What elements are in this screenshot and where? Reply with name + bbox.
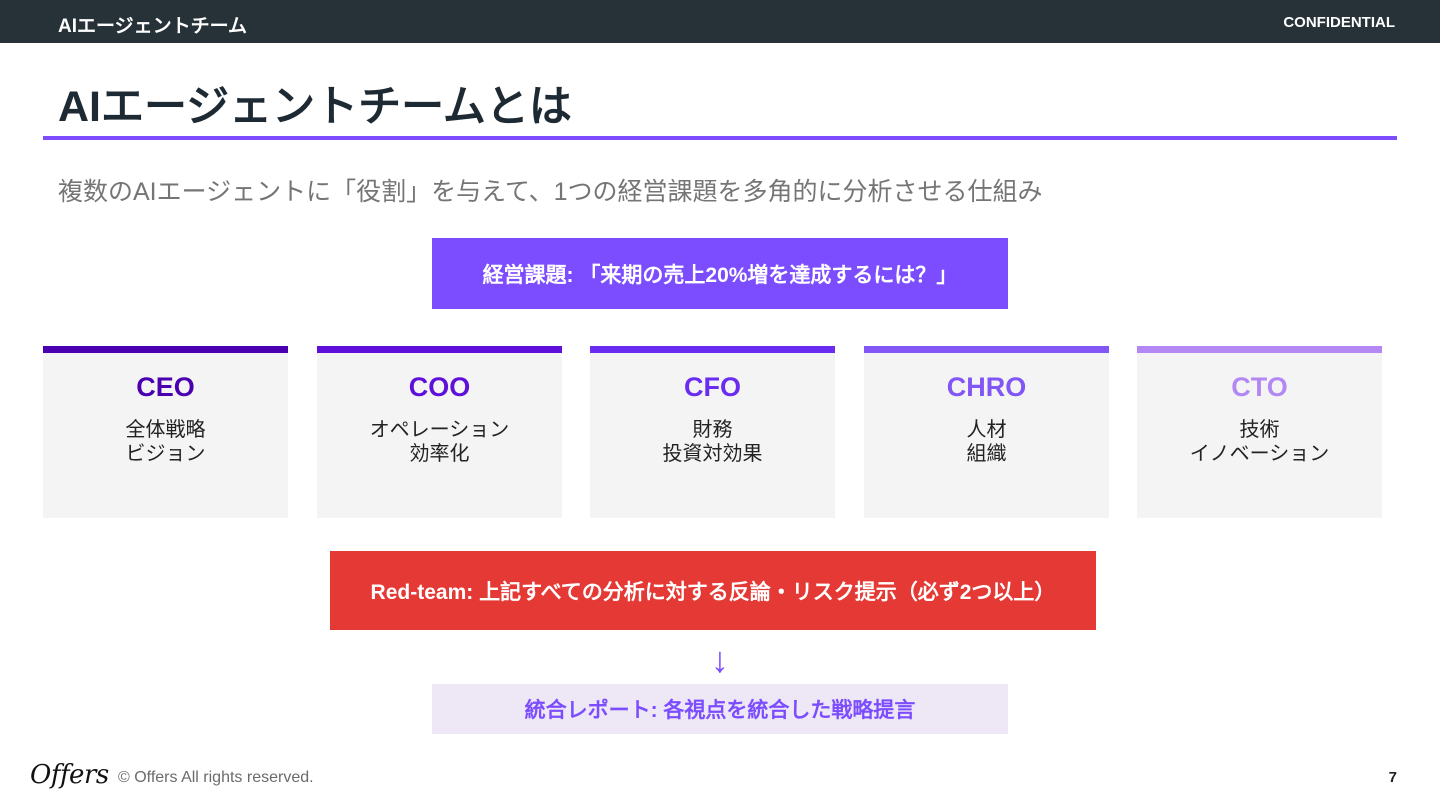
role-description: 人材 組織 xyxy=(864,418,1109,466)
role-accent-bar xyxy=(590,346,835,353)
role-description: 全体戦略 ビジョン xyxy=(43,418,288,466)
role-desc-line: オペレーション xyxy=(369,419,510,441)
role-card-chro: CHRO 人材 組織 xyxy=(864,346,1109,518)
role-desc-line: 組織 xyxy=(966,443,1007,465)
role-card-cfo: CFO 財務 投資対効果 xyxy=(590,346,835,518)
role-accent-bar xyxy=(43,346,288,353)
role-name: COO xyxy=(408,372,471,402)
role-description: 技術 イノベーション xyxy=(1137,418,1382,466)
redteam-box: Red-team: 上記すべての分析に対する反論・リスク提示（必ず2つ以上） xyxy=(330,551,1096,630)
arrow-down-icon: ↓ xyxy=(711,639,729,680)
offers-logo: Offers xyxy=(30,760,109,790)
role-accent-bar xyxy=(1137,346,1382,353)
page-subtitle: 複数のAIエージェントに「役割」を与えて、1つの経営課題を多角的に分析させる仕組… xyxy=(58,178,1043,206)
business-issue-box: 経営課題: 「来期の売上20%増を達成するには？」 xyxy=(432,238,1008,309)
role-desc-line: 財務 xyxy=(692,419,733,441)
role-desc-line: 投資対効果 xyxy=(662,443,763,465)
role-desc-line: 人材 xyxy=(966,419,1007,441)
deck-title: AIエージェントチーム xyxy=(58,16,248,37)
role-description: オペレーション 効率化 xyxy=(317,418,562,466)
role-desc-line: 効率化 xyxy=(409,443,470,465)
role-desc-line: ビジョン xyxy=(125,443,206,465)
role-name: CHRO xyxy=(946,372,1027,402)
role-description: 財務 投資対効果 xyxy=(590,418,835,466)
integrated-report-box: 統合レポート: 各視点を統合した戦略提言 xyxy=(432,684,1008,734)
role-name: CEO xyxy=(136,372,195,402)
confidential-label: CONFIDENTIAL xyxy=(1283,14,1395,31)
copyright-text: © Offers All rights reserved. xyxy=(118,769,314,786)
role-desc-line: 全体戦略 xyxy=(125,419,206,441)
role-card-cto: CTO 技術 イノベーション xyxy=(1137,346,1382,518)
role-card-ceo: CEO 全体戦略 ビジョン xyxy=(43,346,288,518)
role-accent-bar xyxy=(864,346,1109,353)
role-card-coo: COO オペレーション 効率化 xyxy=(317,346,562,518)
page-title: AIエージェントチームとは xyxy=(58,83,572,131)
role-desc-line: 技術 xyxy=(1239,419,1280,441)
role-name: CFO xyxy=(684,372,741,402)
top-bar: AIエージェントチーム CONFIDENTIAL xyxy=(0,0,1440,43)
role-accent-bar xyxy=(317,346,562,353)
title-underline xyxy=(43,136,1397,140)
page-number: 7 xyxy=(1388,769,1397,786)
role-name: CTO xyxy=(1231,372,1288,402)
role-desc-line: イノベーション xyxy=(1189,443,1330,465)
